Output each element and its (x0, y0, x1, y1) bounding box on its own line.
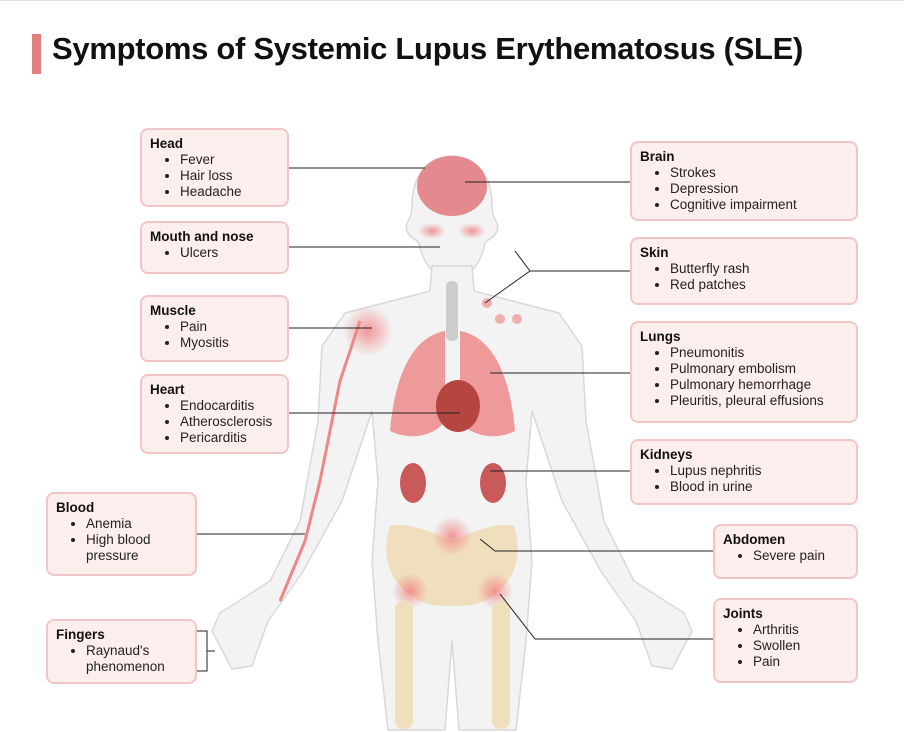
list-item: Blood in urine (670, 479, 848, 495)
list-item: Cognitive impairment (670, 197, 848, 213)
symptom-box-mouth-nose: Mouth and noseUlcers (140, 221, 289, 274)
list-item: Pleuritis, pleural effusions (670, 393, 848, 409)
list-item: Lupus nephritis (670, 463, 848, 479)
list-item: Pain (753, 654, 848, 670)
title-accent-bar (32, 34, 41, 74)
box-heading: Head (150, 136, 184, 151)
list-item: Pneumonitis (670, 345, 848, 361)
box-heading: Muscle (150, 303, 196, 318)
lungs-icon (390, 331, 515, 437)
list-item: Severe pain (753, 548, 848, 564)
list-item: Anemia (86, 516, 187, 532)
list-item: Depression (670, 181, 848, 197)
brain-icon (417, 156, 487, 216)
box-heading: Abdomen (723, 532, 786, 547)
symptom-box-heart: HeartEndocarditisAtherosclerosisPericard… (140, 374, 289, 454)
list-item: Raynaud's phenomenon (86, 643, 187, 675)
list-item: Red patches (670, 277, 848, 293)
symptom-box-head: HeadFeverHair lossHeadache (140, 128, 289, 207)
list-item: Swollen (753, 638, 848, 654)
kidney-icon (480, 463, 506, 503)
box-heading: Mouth and nose (150, 229, 254, 244)
box-heading: Joints (723, 606, 763, 621)
symptom-box-fingers: FingersRaynaud's phenomenon (46, 619, 197, 684)
box-heading: Kidneys (640, 447, 693, 462)
list-item: Arthritis (753, 622, 848, 638)
symptom-box-joints: JointsArthritisSwollenPain (713, 598, 858, 683)
list-item: Pericarditis (180, 430, 279, 446)
box-heading: Lungs (640, 329, 681, 344)
symptom-box-lungs: LungsPneumonitisPulmonary embolismPulmon… (630, 321, 858, 423)
symptom-box-kidneys: KidneysLupus nephritisBlood in urine (630, 439, 858, 505)
list-item: Butterfly rash (670, 261, 848, 277)
box-heading: Brain (640, 149, 675, 164)
symptom-box-muscle: MusclePainMyositis (140, 295, 289, 362)
list-item: High blood pressure (86, 532, 187, 564)
symptom-box-abdomen: AbdomenSevere pain (713, 524, 858, 579)
box-heading: Heart (150, 382, 185, 397)
symptom-box-brain: BrainStrokesDepressionCognitive impairme… (630, 141, 858, 221)
heart-icon (436, 380, 480, 432)
symptom-box-blood: BloodAnemiaHigh blood pressure (46, 492, 197, 576)
list-item: Pulmonary hemorrhage (670, 377, 848, 393)
list-item: Pain (180, 319, 279, 335)
kidney-icon (400, 463, 426, 503)
list-item: Headache (180, 184, 279, 200)
list-item: Fever (180, 152, 279, 168)
box-heading: Blood (56, 500, 95, 515)
box-heading: Skin (640, 245, 669, 260)
list-item: Hair loss (180, 168, 279, 184)
list-item: Pulmonary embolism (670, 361, 848, 377)
list-item: Ulcers (180, 245, 279, 261)
body-silhouette (211, 265, 693, 731)
connector-lines (197, 167, 713, 672)
list-item: Strokes (670, 165, 848, 181)
page-title: Symptoms of Systemic Lupus Erythematosus… (52, 31, 804, 66)
list-item: Endocarditis (180, 398, 279, 414)
list-item: Atherosclerosis (180, 414, 279, 430)
list-item: Myositis (180, 335, 279, 351)
symptom-box-skin: SkinButterfly rashRed patches (630, 237, 858, 305)
box-heading: Fingers (56, 627, 105, 642)
